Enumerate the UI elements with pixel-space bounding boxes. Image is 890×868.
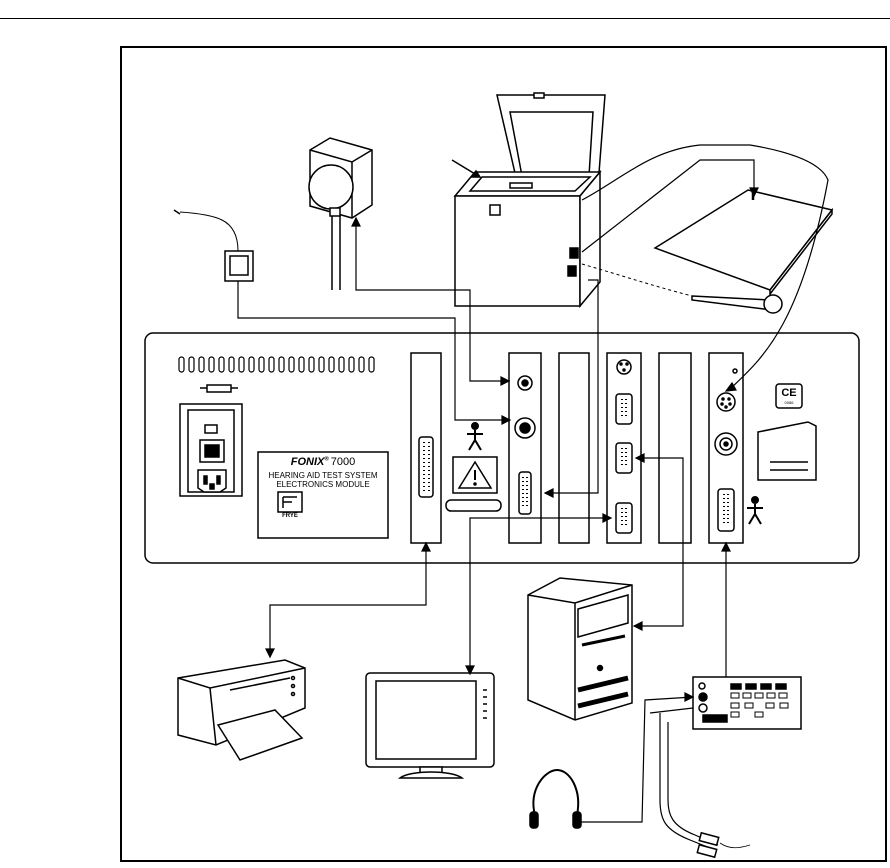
- probe-cables: [659, 713, 751, 859]
- slot-audio: [508, 352, 542, 544]
- module-label-box: [257, 451, 389, 539]
- warning-icon: [452, 456, 498, 494]
- ce-mark-box: [775, 383, 803, 409]
- power-adapter: [173, 209, 254, 282]
- printer: [177, 659, 306, 761]
- serial-label-plate: [757, 421, 817, 481]
- fuse-icon: [200, 384, 238, 393]
- remote-control-module: [692, 676, 802, 730]
- ce-mark: CE: [781, 387, 797, 399]
- slot-blank-1: [558, 352, 590, 544]
- figure-frame: [120, 46, 887, 862]
- slot-printer: [410, 352, 442, 544]
- vent-slots: [178, 356, 375, 373]
- module-line-1: HEARING AID TEST SYSTEM: [268, 471, 378, 480]
- registered-mark: ®: [324, 456, 329, 463]
- frye-logo-icon: [277, 491, 303, 513]
- test-chamber: [451, 92, 606, 309]
- electronics-module-panel: [144, 332, 860, 564]
- slot-blank-2: [658, 352, 692, 544]
- module-line-2: ELECTRONICS MODULE: [276, 480, 370, 489]
- slot-computer: [606, 352, 642, 544]
- monitor: [365, 672, 495, 779]
- maker-name: FRYE: [282, 513, 298, 519]
- ce-number: 0086: [784, 400, 794, 405]
- brand-name: FONIX: [290, 456, 325, 468]
- person-icon: [467, 422, 483, 451]
- slot-probe: [708, 352, 744, 544]
- module-brand: FONIX®7000: [258, 456, 388, 468]
- module-model: 7000: [330, 456, 356, 468]
- probe-microphone: [581, 263, 783, 314]
- computer: [527, 577, 633, 721]
- person-icon: [747, 496, 763, 525]
- blank-plate: [445, 499, 502, 512]
- probe-microphone-plate: [653, 189, 834, 297]
- page-top-rule: [0, 18, 890, 19]
- headphones: [529, 768, 582, 829]
- power-inlet-icon: [179, 403, 243, 497]
- connection-lines: [237, 144, 829, 823]
- loudspeaker: [308, 137, 373, 290]
